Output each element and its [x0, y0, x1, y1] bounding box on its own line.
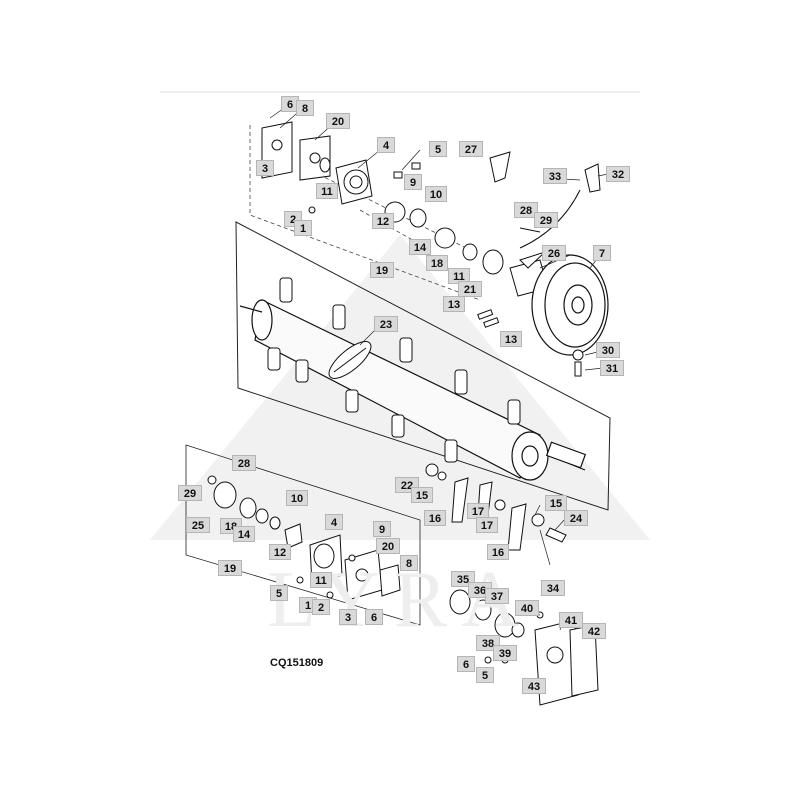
- callout-33: 33: [543, 168, 567, 184]
- callout-4b: 4: [325, 514, 343, 530]
- callout-26: 26: [542, 245, 566, 261]
- callout-28: 28: [514, 202, 538, 218]
- callout-9b: 9: [373, 521, 391, 537]
- callout-16: 16: [424, 510, 446, 526]
- callout-39: 39: [493, 645, 517, 661]
- callout-1: 1: [294, 220, 312, 236]
- callout-7: 7: [593, 245, 611, 261]
- callout-29b: 29: [178, 485, 202, 501]
- callout-5c: 5: [476, 667, 494, 683]
- callout-12: 12: [372, 213, 394, 229]
- callout-19: 19: [370, 262, 394, 278]
- callout-11c: 11: [310, 572, 332, 588]
- top-guide-lines: [249, 125, 481, 301]
- callout-13b: 13: [500, 331, 522, 347]
- callout-15: 15: [411, 487, 433, 503]
- flail-blade: [328, 341, 372, 379]
- callout-12b: 12: [269, 544, 291, 560]
- callout-41: 41: [559, 612, 583, 628]
- callout-2b: 2: [312, 599, 330, 615]
- flange-bearing-top: [335, 159, 373, 205]
- callout-11: 11: [316, 183, 338, 199]
- callout-43: 43: [522, 678, 546, 694]
- callout-34: 34: [541, 580, 565, 596]
- right-end-parts: [425, 463, 567, 551]
- callout-14: 14: [409, 239, 431, 255]
- callout-6c: 6: [457, 656, 475, 672]
- rotor-paddles: [267, 277, 521, 463]
- callout-28b: 28: [232, 455, 256, 471]
- callout-16b: 16: [487, 544, 509, 560]
- callout-15b: 15: [545, 495, 567, 511]
- callout-13: 13: [443, 296, 465, 312]
- lower-left-parts: [207, 475, 401, 601]
- callout-27: 27: [459, 141, 483, 157]
- callout-32: 32: [606, 166, 630, 182]
- shaft-keys: [477, 309, 500, 328]
- callout-10b: 10: [286, 490, 308, 506]
- callout-40: 40: [515, 600, 539, 616]
- callout-30: 30: [596, 342, 620, 358]
- callout-9: 9: [404, 174, 422, 190]
- callout-23: 23: [374, 316, 398, 332]
- callout-25: 25: [186, 517, 210, 533]
- callout-3: 3: [256, 160, 274, 176]
- callout-3b: 3: [339, 609, 357, 625]
- callout-21: 21: [458, 281, 482, 297]
- callout-5: 5: [429, 141, 447, 157]
- figure-code: CQ151809: [270, 657, 324, 669]
- callout-37: 37: [485, 588, 509, 604]
- pulley-bolt: [572, 349, 584, 377]
- callout-17b: 17: [476, 517, 498, 533]
- callout-8: 8: [296, 100, 314, 116]
- callout-29: 29: [534, 212, 558, 228]
- callout-10: 10: [425, 186, 447, 202]
- drive-pulley: [531, 254, 609, 356]
- callout-14b: 14: [233, 526, 255, 542]
- callout-20b: 20: [376, 538, 400, 554]
- callout-8b: 8: [400, 555, 418, 571]
- callout-31: 31: [600, 360, 624, 376]
- callout-4: 4: [377, 137, 395, 153]
- rotor-assembly-boundary: [235, 221, 611, 511]
- callout-24: 24: [564, 510, 588, 526]
- callout-5b: 5: [270, 585, 288, 601]
- callout-42: 42: [582, 623, 606, 639]
- rotor-tube: [239, 299, 587, 481]
- callout-6b: 6: [365, 609, 383, 625]
- callout-17: 17: [467, 503, 489, 519]
- callout-19b: 19: [218, 560, 242, 576]
- callout-18: 18: [426, 255, 448, 271]
- callout-20: 20: [326, 113, 350, 129]
